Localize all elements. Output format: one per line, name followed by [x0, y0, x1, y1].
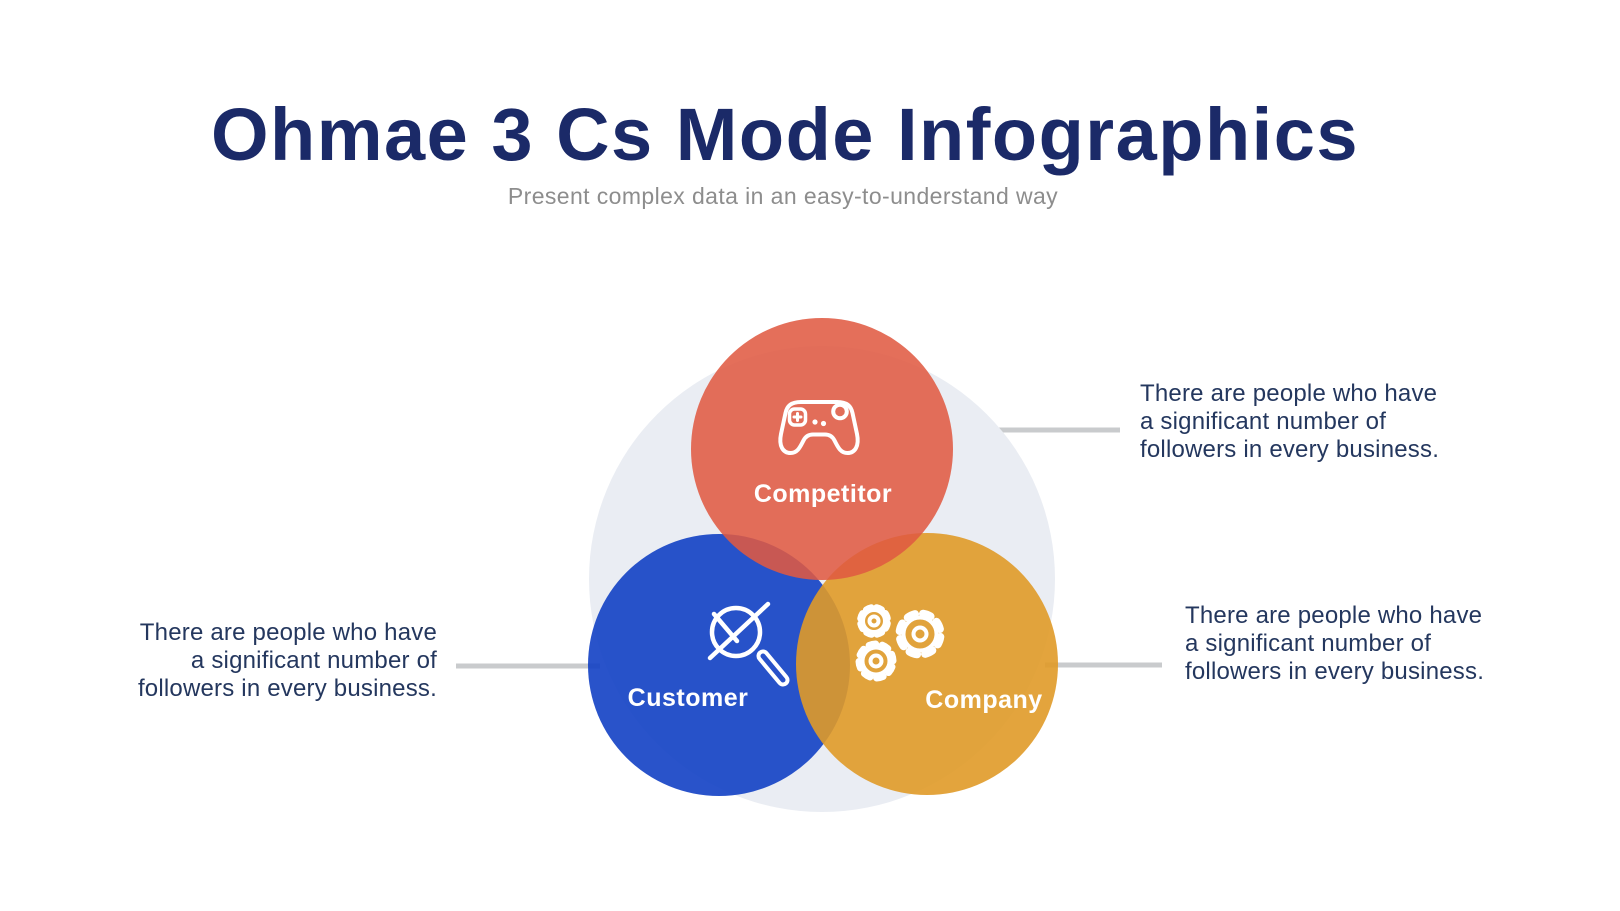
game-controller-icon — [778, 400, 860, 455]
annotation-bottom-right: There are people who have a significant … — [1185, 602, 1485, 685]
annotation-left: There are people who have a significant … — [137, 619, 437, 702]
company-circle — [796, 533, 1058, 795]
annotation-top-right: There are people who have a significant … — [1140, 380, 1440, 463]
customer-label: Customer — [627, 684, 749, 712]
page-subtitle: Present complex data in an easy-to-under… — [507, 183, 1059, 209]
page-title: Ohmae 3 Cs Mode Infographics — [210, 93, 1360, 176]
competitor-label: Competitor — [753, 480, 893, 508]
competitor-circle — [691, 318, 953, 580]
magnifier-analytics-icon — [707, 601, 790, 687]
company-label: Company — [925, 686, 1043, 714]
customer-circle — [588, 534, 850, 796]
gears-icon — [855, 604, 945, 682]
